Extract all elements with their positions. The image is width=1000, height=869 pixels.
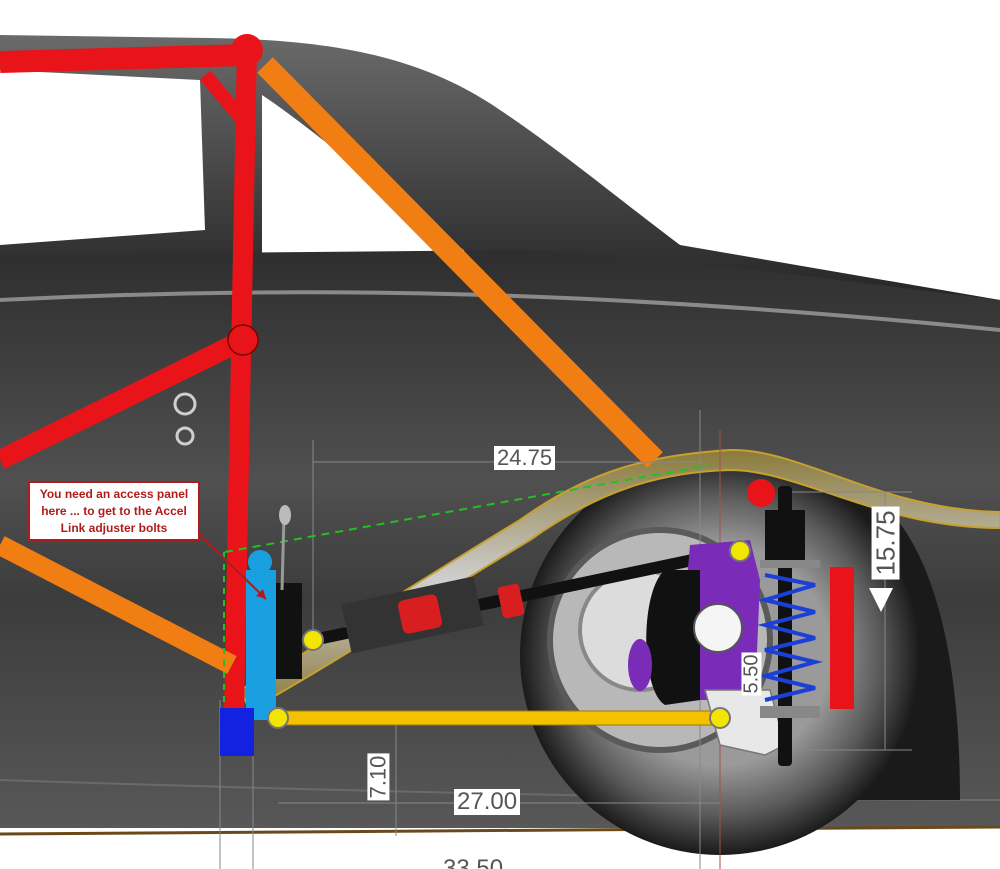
coilover-shock-icon (757, 573, 823, 702)
dim-pivot-spacing: 5.50 (740, 652, 763, 696)
access-panel-callout: You need an access panel here ... to get… (28, 481, 200, 541)
shifter-knob (279, 505, 291, 525)
shock-upper-mount (747, 479, 775, 507)
callout-arrow (194, 529, 267, 600)
dim-upper-link-length: 24.75 (494, 446, 556, 470)
cage-joint (231, 34, 263, 66)
car-body-crease (0, 290, 1000, 332)
dim-shock-length: 15.75 (871, 506, 901, 580)
callout-arrowhead (256, 589, 266, 599)
cage-lower-diagonal (0, 536, 237, 674)
ground-line (0, 825, 1000, 836)
dim-bottom-partial: 33.50 (440, 857, 507, 869)
dim-arrow-1575 (869, 588, 893, 612)
lower-link (279, 710, 721, 726)
door-button-icon (175, 426, 195, 446)
cage-roof-bar (0, 44, 248, 73)
instant-center-line (224, 464, 711, 553)
dim-lower-link-length: 27.00 (454, 789, 521, 815)
reference-block (220, 708, 254, 756)
shifter-rod (280, 514, 286, 591)
door-lock-icon (173, 392, 197, 416)
pivot-bolt-icon (267, 707, 289, 729)
rod-end-icon (398, 594, 442, 634)
car-side-window (0, 70, 205, 245)
axle-housing (646, 570, 700, 705)
pivot-bolt-icon (302, 629, 324, 651)
pivot-bolt-icon (729, 540, 751, 562)
access-marker (248, 550, 272, 574)
frame-rail (238, 448, 1000, 712)
pivot-bolt-icon (709, 707, 731, 729)
rod-end-icon (497, 583, 525, 619)
cage-rear-diagonal (257, 57, 663, 468)
shock-mount-top (765, 510, 805, 560)
spring-cup-bottom (760, 706, 820, 718)
link-mount-plate (276, 583, 302, 679)
cage-door-bar (0, 331, 248, 469)
pinion-detail (628, 639, 652, 691)
cage-joint-door (227, 324, 259, 356)
cage-main-hoop (224, 44, 257, 716)
shock-reference-bar (830, 567, 854, 709)
cage-corner-brace (199, 70, 253, 130)
axle-center (693, 603, 743, 653)
spring-cup (760, 560, 820, 568)
dim-lower-link-height: 7.10 (365, 753, 391, 801)
